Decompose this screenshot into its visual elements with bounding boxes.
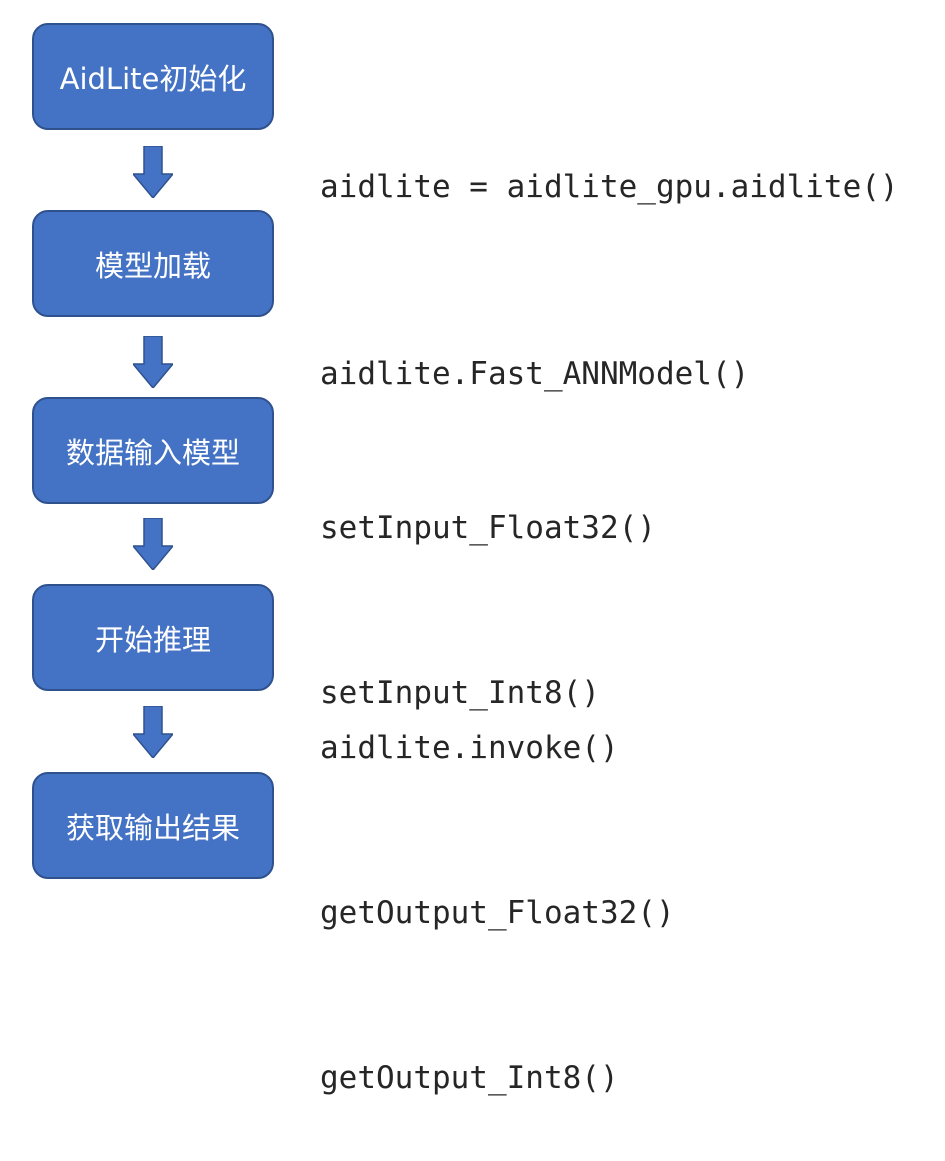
down-arrow-icon bbox=[133, 146, 173, 198]
step-inference-code: aidlite.invoke() bbox=[320, 611, 619, 831]
code-line: setInput_Float32() bbox=[320, 510, 656, 546]
code-line: getOutput_Int8() bbox=[320, 1060, 619, 1096]
code-line: aidlite.Fast_ANNModel() bbox=[320, 356, 750, 392]
step-label: 开始推理 bbox=[94, 622, 211, 657]
step-model-load-box: 模型加载 bbox=[32, 210, 274, 317]
code-line: setInput_Int8() bbox=[320, 675, 600, 711]
step-inference-box: 开始推理 bbox=[32, 584, 274, 691]
down-arrow-icon bbox=[133, 336, 173, 388]
step-model-load-code: aidlite.Fast_ANNModel() bbox=[320, 237, 749, 457]
down-arrow-icon bbox=[133, 518, 173, 570]
step-aidlite-init-code: aidlite = aidlite_gpu.aidlite() bbox=[320, 50, 899, 270]
step-label: AidLite初始化 bbox=[59, 61, 247, 96]
step-label: 数据输入模型 bbox=[65, 435, 240, 470]
code-line: aidlite.invoke() bbox=[320, 730, 619, 766]
step-label: 获取输出结果 bbox=[65, 810, 240, 845]
step-data-input-box: 数据输入模型 bbox=[32, 397, 274, 504]
step-label: 模型加载 bbox=[94, 248, 211, 283]
step-get-output-box: 获取输出结果 bbox=[32, 772, 274, 879]
code-line: aidlite = aidlite_gpu.aidlite() bbox=[320, 169, 899, 205]
down-arrow-icon bbox=[133, 706, 173, 758]
step-get-output-code: getOutput_Float32() getOutput_Int8() bbox=[320, 776, 675, 1161]
step-aidlite-init-box: AidLite初始化 bbox=[32, 23, 274, 130]
step-data-input-code: setInput_Float32() setInput_Int8() bbox=[320, 391, 656, 776]
code-line: getOutput_Float32() bbox=[320, 895, 675, 931]
